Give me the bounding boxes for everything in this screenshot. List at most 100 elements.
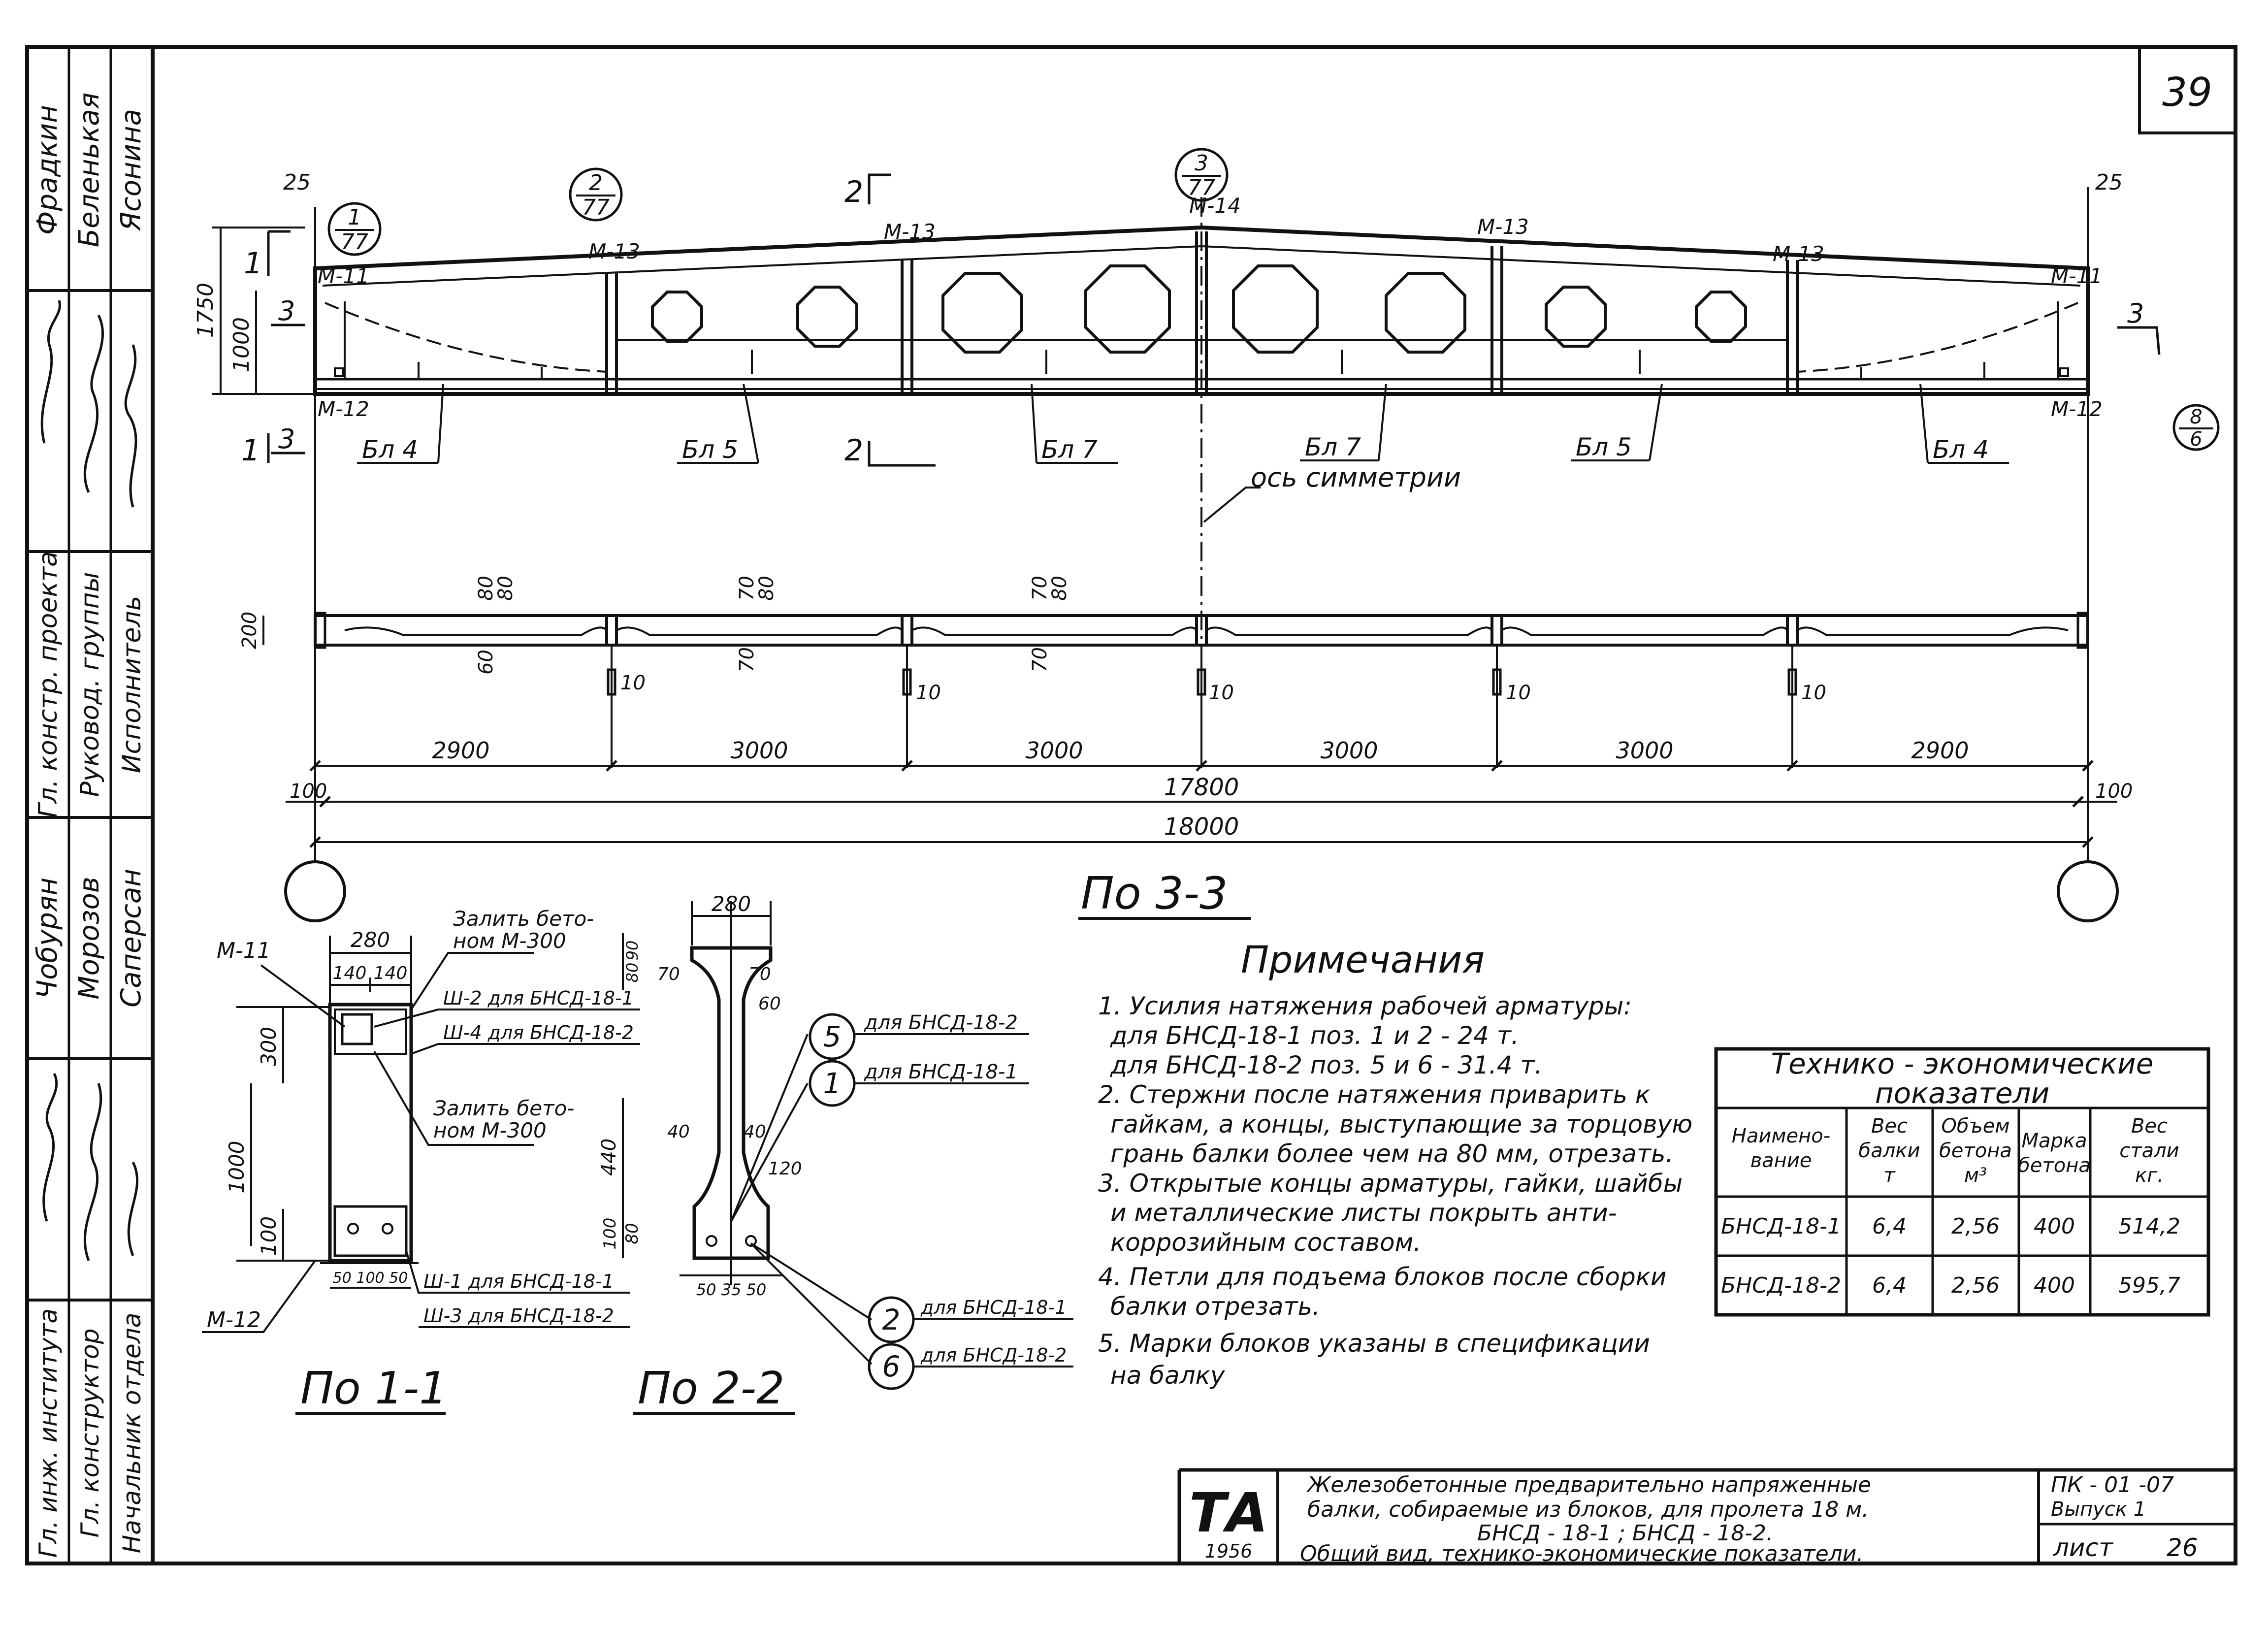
block-label-6: Бл 4 bbox=[1933, 435, 1989, 464]
page-number-box bbox=[2138, 45, 2237, 134]
s2-item-2: 2 для БНСД-18-1 bbox=[868, 1296, 1073, 1343]
s1-sh1: Ш-1 для БНСД-18-1 bbox=[423, 1270, 614, 1292]
span-5: 3000 bbox=[1616, 737, 1673, 764]
row2-grade: 400 bbox=[2034, 1273, 2075, 1298]
table-title-2: показатели bbox=[1875, 1076, 2050, 1110]
mark-m13-d: М-13 bbox=[1773, 242, 1824, 266]
svg-text:3: 3 bbox=[1195, 151, 1208, 176]
note-line-5: гайкам, а концы, выступающие за торцовую bbox=[1110, 1110, 1692, 1139]
s1-sh4: Ш-4 для БНСД-18-2 bbox=[443, 1022, 634, 1043]
plan-label-80b: 80 bbox=[494, 576, 517, 601]
plan-label-80a: 80 bbox=[475, 576, 497, 601]
role-group-head: Руковод. группы bbox=[75, 572, 105, 797]
svg-text:5: 5 bbox=[823, 1020, 842, 1053]
plan-label-80c: 80 bbox=[755, 576, 778, 601]
series-code: ПК - 01 -07 bbox=[2051, 1472, 2174, 1498]
block-label-3: Бл 7 bbox=[1041, 435, 1098, 464]
signatures bbox=[40, 300, 139, 1261]
svg-text:77: 77 bbox=[1188, 175, 1215, 200]
side-block-frame bbox=[25, 45, 155, 1565]
s2-bottom: 50 35 50 bbox=[696, 1280, 767, 1299]
s2-item-5: 5 для БНСД-18-2 bbox=[809, 1011, 1029, 1060]
note-line-12: 5. Марки блоков указаны в спецификации bbox=[1098, 1329, 1650, 1358]
svg-text:1: 1 bbox=[348, 205, 361, 230]
row2-steel: 595,7 bbox=[2118, 1273, 2180, 1298]
issue-number: Выпуск 1 bbox=[2051, 1498, 2146, 1521]
block-label-4: Бл 7 bbox=[1305, 433, 1361, 461]
plan-label-10e: 10 bbox=[1801, 682, 1826, 704]
block-label-2: Бл 5 bbox=[682, 435, 738, 464]
s2-d80b: 80 bbox=[622, 1223, 642, 1244]
sheet-label: лист bbox=[2053, 1533, 2114, 1562]
plan-label-60: 60 bbox=[475, 650, 497, 675]
sheet-number: 26 bbox=[2167, 1533, 2198, 1562]
plan-label-70a: 70 bbox=[736, 576, 758, 601]
svg-text:8: 8 bbox=[2190, 406, 2202, 428]
note-line-4: 2. Стержни после натяжения приварить к bbox=[1098, 1080, 1650, 1109]
th-name-1: Наимено- bbox=[1732, 1125, 1830, 1147]
note-line-10: 4. Петли для подъема блоков после сборки bbox=[1098, 1263, 1666, 1291]
note-line-11: балки отрезать. bbox=[1110, 1292, 1320, 1321]
logo-text: ТА bbox=[1189, 1481, 1268, 1544]
table-title-1: Технико - экономические bbox=[1771, 1047, 2154, 1080]
s2-d80: 80 bbox=[623, 963, 642, 983]
s1-w140a: 140 bbox=[333, 963, 367, 983]
section-mark-1-top: 1 bbox=[244, 246, 262, 281]
s1-sh3: Ш-3 для БНСД-18-2 bbox=[423, 1305, 614, 1327]
section-2-2: 280 90 80 70 70 60 40 40 120 440 100 80 … bbox=[598, 892, 1073, 1415]
s2-d90: 90 bbox=[623, 941, 642, 961]
section-mark-3-left: 3 bbox=[278, 295, 295, 326]
th-steel-1: Вес bbox=[2131, 1115, 2168, 1138]
mark-m12-left: М-12 bbox=[318, 397, 369, 421]
note-line-1: 1. Усилия натяжения рабочей арматуры: bbox=[1098, 992, 1632, 1020]
title-line-2: балки, собираемые из блоков, для пролета… bbox=[1307, 1497, 1869, 1522]
name-sapersan: Саперсан bbox=[115, 869, 147, 1008]
callout-3-77: 3 77 bbox=[1174, 148, 1229, 202]
s1-w140b: 140 bbox=[374, 963, 408, 983]
mark-m11-left: М-11 bbox=[318, 264, 369, 288]
plan-dim-200: 200 bbox=[238, 612, 261, 649]
title-year: 1956 bbox=[1205, 1540, 1253, 1562]
side-block-roles-top: Гл. констр. проекта Руковод. группы Испо… bbox=[33, 551, 147, 818]
plan-label-10b: 10 bbox=[916, 682, 941, 704]
s2-d70a: 70 bbox=[657, 964, 680, 984]
s2-d120: 120 bbox=[768, 1159, 802, 1179]
s2-d60: 60 bbox=[758, 994, 781, 1014]
role-chief-engineer: Гл. инж. института bbox=[34, 1308, 63, 1558]
s2-d40b: 40 bbox=[744, 1122, 766, 1142]
notes: Примечания 1. Усилия натяжения рабочей а… bbox=[1098, 938, 1692, 1390]
mark-m13-b: М-13 bbox=[884, 220, 936, 244]
page-number: 39 bbox=[2162, 69, 2212, 115]
svg-text:6: 6 bbox=[2190, 428, 2202, 451]
block-label-1: Бл 4 bbox=[362, 435, 418, 464]
s2-item-1: 1 для БНСД-18-1 bbox=[809, 1060, 1029, 1107]
svg-text:для БНСД-18-1: для БНСД-18-1 bbox=[920, 1297, 1067, 1318]
support-right bbox=[2057, 860, 2119, 922]
s1-fill1: Залить бето- bbox=[453, 907, 594, 931]
svg-text:6: 6 bbox=[882, 1350, 901, 1383]
th-steel-2: стали bbox=[2119, 1140, 2179, 1162]
th-name-2: вание bbox=[1750, 1149, 1812, 1172]
s2-w280: 280 bbox=[712, 892, 751, 916]
th-weight-2: балки bbox=[1859, 1140, 1920, 1162]
note-line-8: и металлические листы покрыть анти- bbox=[1110, 1199, 1617, 1227]
beam-plan: 200 80 80 60 70 80 70 70 80 70 10 10 10 … bbox=[238, 576, 2133, 922]
role-department-head: Начальник отдела bbox=[118, 1313, 146, 1554]
section-mark-3-left-b: 3 bbox=[278, 423, 295, 455]
side-block-names-top: Фрадкин Беленькая Ясонина bbox=[32, 93, 147, 248]
s1-h1000: 1000 bbox=[225, 1141, 249, 1194]
th-volume-1: Объем bbox=[1941, 1115, 2009, 1138]
row2-name: БНСД-18-2 bbox=[1721, 1273, 1841, 1298]
row2-volume: 2,56 bbox=[1951, 1273, 2000, 1298]
svg-text:2: 2 bbox=[882, 1303, 901, 1336]
th-weight-3: т bbox=[1883, 1164, 1896, 1187]
s1-sh2: Ш-2 для БНСД-18-1 bbox=[443, 987, 634, 1009]
end-offset-right: 100 bbox=[2095, 780, 2133, 803]
th-volume-3: м³ bbox=[1964, 1164, 1987, 1187]
total-inner: 17800 bbox=[1164, 774, 1239, 801]
svg-text:для БНСД-18-2: для БНСД-18-2 bbox=[920, 1344, 1067, 1366]
span-6: 2900 bbox=[1911, 737, 1969, 764]
plan-label-10d: 10 bbox=[1506, 682, 1531, 704]
dim-1000: 1000 bbox=[229, 317, 254, 372]
